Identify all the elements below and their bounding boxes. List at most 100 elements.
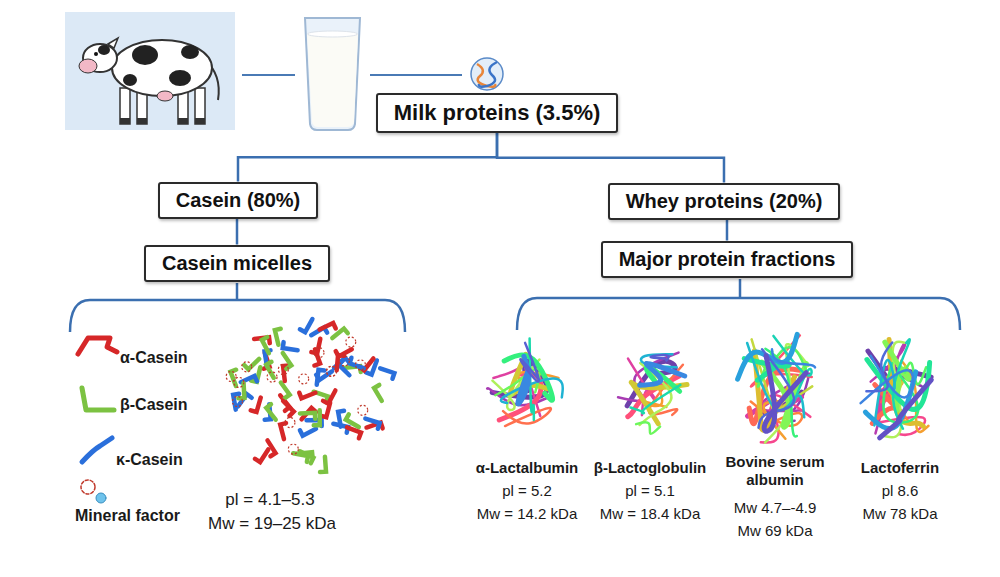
- legend-text: Mineral factor: [75, 507, 180, 525]
- casein-strand: [347, 427, 361, 438]
- bracket-line: [739, 279, 742, 298]
- property-value: Mw = 14.2 kDa: [477, 505, 577, 523]
- protein-ribbon: [866, 342, 892, 391]
- category-box: Whey proteins (20%): [608, 183, 841, 220]
- protein-ribbon: [636, 422, 660, 434]
- cow-illustration: [120, 118, 130, 124]
- mineral-particle: [358, 405, 368, 415]
- property-value: pl 8.6: [882, 482, 919, 500]
- mineral-particle: [346, 337, 356, 347]
- legend-text: κ-Casein: [116, 451, 183, 469]
- category-box: Major protein fractions: [601, 241, 854, 278]
- legend-symbol: [96, 493, 106, 503]
- category-box: Casein micelles: [144, 245, 330, 282]
- property-value: Mw 4.7–-4.9: [734, 499, 817, 517]
- casein-strand: [320, 323, 336, 330]
- protein-name: Bovine serum albumin: [720, 453, 830, 489]
- casein-strand: [262, 337, 269, 353]
- box-title: Major protein fractions: [619, 248, 836, 271]
- cow-illustration: [79, 59, 97, 73]
- milk-glass: [305, 18, 360, 130]
- legend-symbol: [78, 338, 117, 354]
- box-title: Casein (80%): [176, 189, 301, 212]
- legend-symbol: [82, 388, 114, 410]
- mineral-particle: [234, 377, 244, 387]
- tree-connector: [726, 220, 729, 241]
- casein-strand: [332, 329, 347, 339]
- mineral-particle: [299, 374, 309, 384]
- mineral-particle: [278, 364, 288, 374]
- mineral-particle: [288, 444, 298, 454]
- property-value: Mw 69 kDa: [737, 522, 812, 540]
- protein-ribbon: [764, 356, 806, 432]
- protein-ribbon: [640, 363, 685, 385]
- cow-illustration: [65, 12, 235, 130]
- milk-glass: [307, 34, 358, 127]
- casein-strand: [346, 414, 359, 427]
- cow-illustration: [137, 118, 147, 124]
- property-value: Mw 78 kDa: [862, 505, 937, 523]
- cow-illustration: [65, 12, 235, 130]
- tree-connector: [236, 219, 239, 245]
- protein-name: Lactoferrin: [861, 459, 939, 477]
- box-title: Casein micelles: [162, 252, 312, 275]
- tree-connector: [238, 133, 497, 182]
- cow-illustration: [112, 40, 212, 96]
- protein-ribbon: [874, 360, 894, 425]
- milk-glass: [305, 18, 360, 130]
- casein-strand: [275, 329, 281, 345]
- mineral-particle: [327, 366, 337, 376]
- protein-structure: [487, 334, 931, 442]
- bracket-line: [70, 300, 405, 332]
- casein-strand: [374, 385, 382, 401]
- casein-strand: [283, 401, 294, 416]
- mineral-particle: [285, 418, 295, 428]
- casein-strand: [281, 383, 290, 399]
- connector-line: [242, 74, 295, 76]
- casein-strand: [380, 368, 394, 378]
- legend-text: β-Casein: [120, 396, 188, 414]
- cow-illustration: [195, 118, 205, 124]
- casein-strand: [266, 404, 275, 419]
- casein-micelle: [226, 319, 394, 472]
- cow-illustration: [169, 70, 191, 86]
- casein-strand: [311, 339, 320, 354]
- cow-illustration: [108, 38, 118, 48]
- cow-illustration: [94, 52, 98, 56]
- cow-illustration: [181, 45, 199, 59]
- property-value: pl = 5.2: [502, 482, 552, 500]
- mineral-particle: [327, 366, 337, 376]
- casein-strand: [300, 413, 315, 419]
- bracket-line: [70, 279, 960, 332]
- casein-strand: [283, 353, 291, 369]
- casein-strand: [300, 319, 312, 332]
- casein-strand: [300, 429, 316, 436]
- legend-text: α-Casein: [120, 349, 188, 367]
- tree-connector: [497, 133, 724, 183]
- property-value: pl = 5.1: [625, 482, 675, 500]
- protein-name: β-Lactoglobulin: [594, 459, 706, 477]
- property-value: Mw = 19–25 kDa: [208, 514, 336, 534]
- protein-ribbon: [501, 378, 563, 402]
- legend-symbol: [78, 338, 117, 503]
- protein-ribbon: [520, 343, 539, 382]
- protein-ribbon: [880, 380, 932, 438]
- dna-icon: [471, 58, 503, 90]
- cow-illustration: [98, 45, 110, 55]
- bracket-line: [236, 283, 239, 300]
- mineral-particle: [267, 372, 277, 382]
- milk-glass: [308, 31, 358, 37]
- dna-icon: [471, 58, 503, 90]
- protein-name: α-Lactalbumin: [476, 459, 579, 477]
- cow-illustration: [195, 88, 205, 124]
- mineral-particle: [339, 356, 349, 366]
- protein-ribbon: [651, 355, 669, 361]
- box-title: Whey proteins (20%): [626, 190, 823, 213]
- casein-strand: [320, 457, 326, 472]
- casein-strand: [255, 449, 268, 462]
- category-box: Milk proteins (3.5%): [376, 93, 619, 133]
- casein-strand: [300, 451, 313, 463]
